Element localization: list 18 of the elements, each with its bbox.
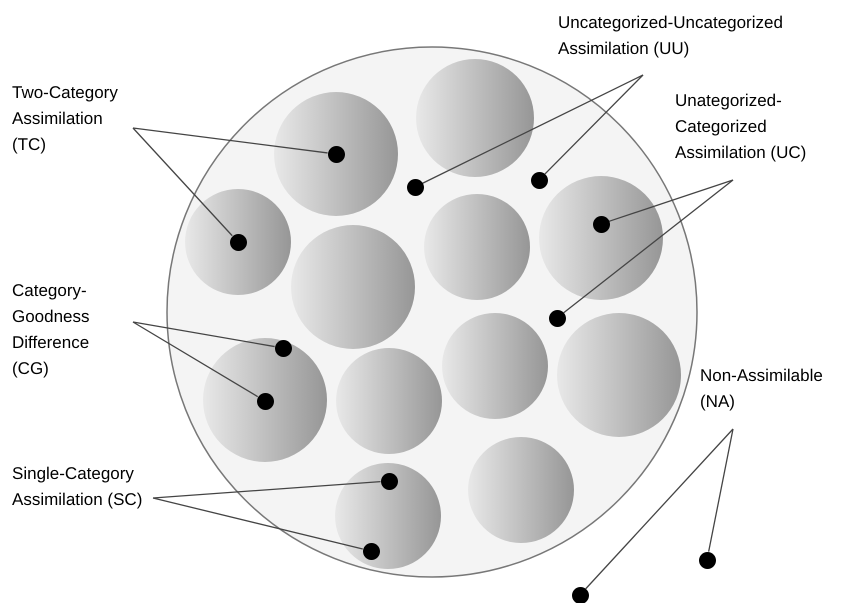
leader-line	[422, 74, 644, 184]
leader-line	[132, 127, 328, 154]
leader-line	[132, 321, 275, 348]
leader-line	[132, 128, 233, 236]
leader-line	[608, 179, 734, 222]
category-label: Two-Category Assimilation (TC)	[12, 82, 119, 156]
leader-line	[708, 428, 734, 552]
category-label: Single-Category Assimilation (SC)	[12, 463, 144, 511]
category-label: Category- Goodness Difference (CG)	[12, 280, 90, 380]
category-label: Uncategorized-Uncategorized Assimilation (UU)	[558, 12, 784, 60]
leader-line	[544, 74, 644, 174]
leader-line	[152, 497, 363, 550]
leader-line	[563, 179, 734, 314]
category-label: Unategorized- Categorized Assimilation (UC)	[675, 90, 808, 164]
leader-line	[585, 428, 734, 590]
leader-line	[152, 480, 381, 499]
leader-line	[132, 321, 258, 398]
category-label: Non-Assimilable (NA)	[700, 365, 824, 413]
